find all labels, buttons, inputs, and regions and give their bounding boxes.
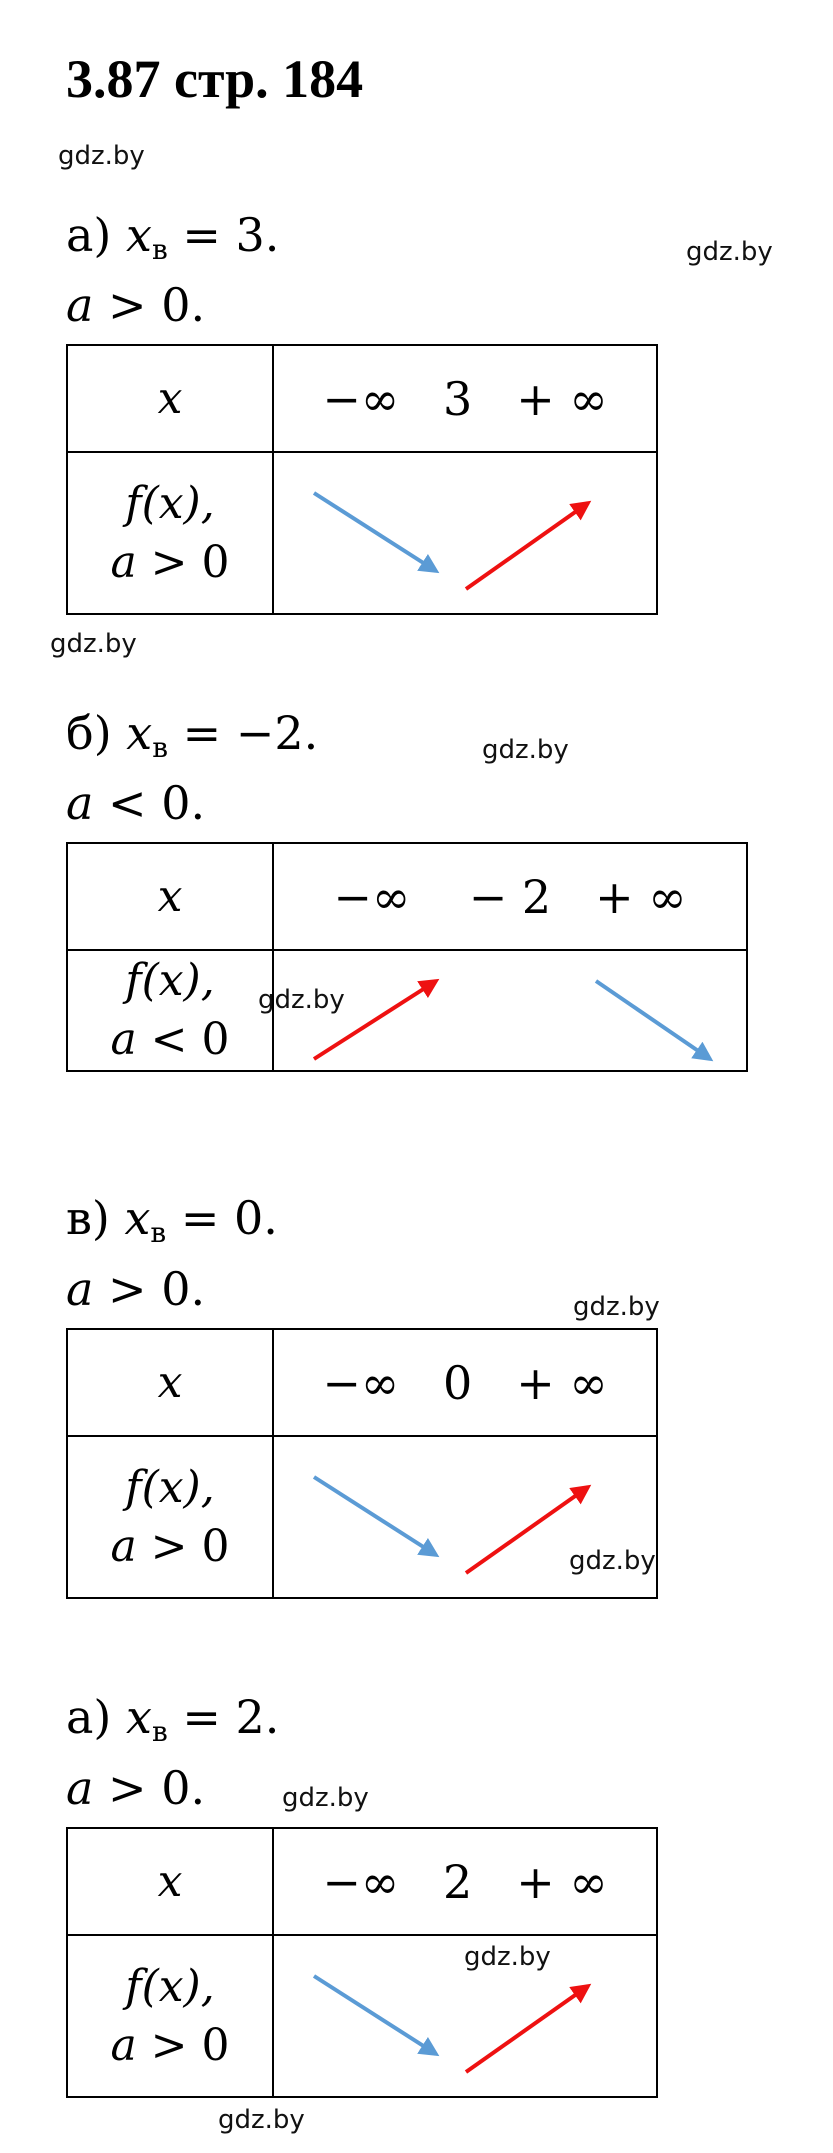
- page-title: 3.87 стр. 184: [66, 49, 364, 109]
- decreasing-arrow: [312, 1974, 440, 2057]
- table-header-x: x: [66, 842, 274, 951]
- arrows-svg: [312, 1475, 592, 1575]
- arrows-cell: [272, 1435, 658, 1599]
- table-header-values: −∞ 2 + ∞: [272, 1827, 658, 1936]
- increasing-arrow: [464, 500, 592, 591]
- watermark: gdz.by: [58, 141, 145, 171]
- arrows-svg: [312, 491, 592, 591]
- coefficient-condition: a < 0.: [66, 776, 206, 830]
- function-label: f(x),a > 0: [66, 451, 274, 615]
- watermark: gdz.by: [573, 1292, 660, 1322]
- arrows-svg: [312, 978, 714, 1062]
- table-header-values: −∞ 0 + ∞: [272, 1328, 658, 1437]
- table-header-x: x: [66, 344, 274, 453]
- arrows-cell: [272, 451, 658, 615]
- vertex-line: б) xв = −2.: [66, 706, 319, 764]
- arrows-cell: [272, 1934, 658, 2098]
- watermark: gdz.by: [218, 2105, 305, 2135]
- watermark: gdz.by: [282, 1783, 369, 1813]
- increasing-arrow: [464, 1484, 592, 1575]
- decreasing-arrow: [312, 1475, 440, 1558]
- watermark: gdz.by: [686, 237, 773, 267]
- monotonicity-table: x −∞ − 2 + ∞ f(x),a < 0: [66, 842, 748, 1072]
- coefficient-condition: a > 0.: [66, 278, 206, 332]
- monotonicity-table: x −∞ 3 + ∞ f(x),a > 0: [66, 344, 658, 615]
- watermark: gdz.by: [482, 735, 569, 765]
- function-label: f(x),a < 0: [66, 949, 274, 1072]
- table-header-x: x: [66, 1827, 274, 1936]
- vertex-line: в) xв = 0.: [66, 1191, 278, 1249]
- coefficient-condition: a > 0.: [66, 1262, 206, 1316]
- table-header-x: x: [66, 1328, 274, 1437]
- monotonicity-table: x −∞ 0 + ∞ f(x),a > 0: [66, 1328, 658, 1599]
- table-header-values: −∞ 3 + ∞: [272, 344, 658, 453]
- function-label: f(x),a > 0: [66, 1435, 274, 1599]
- coefficient-condition: a > 0.: [66, 1761, 206, 1815]
- increasing-arrow: [464, 1983, 592, 2074]
- arrows-svg: [312, 1974, 592, 2074]
- decreasing-arrow: [312, 491, 440, 574]
- arrows-cell: [272, 949, 748, 1072]
- vertex-line: а) xв = 3.: [66, 208, 280, 266]
- table-header-values: −∞ − 2 + ∞: [272, 842, 748, 951]
- watermark: gdz.by: [50, 629, 137, 659]
- decreasing-arrow: [594, 979, 714, 1062]
- increasing-arrow: [312, 978, 440, 1061]
- function-label: f(x),a > 0: [66, 1934, 274, 2098]
- vertex-line: а) xв = 2.: [66, 1690, 280, 1748]
- monotonicity-table: x −∞ 2 + ∞ f(x),a > 0: [66, 1827, 658, 2098]
